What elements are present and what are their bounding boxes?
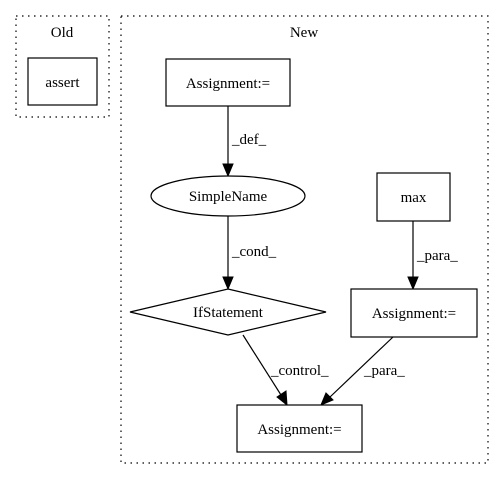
edge-control: _control_ (242, 334, 329, 407)
node-simplename[interactable]: SimpleName (150, 175, 306, 217)
node-assignment-top[interactable]: Assignment:= (165, 58, 291, 107)
edge-control-arrowhead (276, 390, 288, 407)
node-assert-label: assert (45, 75, 80, 91)
node-simplename-shape (150, 175, 306, 217)
cluster-new: New (120, 15, 489, 464)
node-assignment-bottom-label: Assignment:= (257, 422, 341, 438)
node-assert-shape (27, 57, 98, 106)
edge-para-assign-label: _para_ (363, 363, 405, 379)
node-assignment-bottom-shape (236, 404, 363, 453)
node-ifstatement-shape (129, 288, 327, 336)
cluster-new-border (120, 15, 489, 464)
edge-cond-label: _cond_ (231, 244, 277, 260)
node-assignment-top-label: Assignment:= (186, 76, 270, 92)
cluster-new-label: New (290, 25, 318, 41)
node-ifstatement[interactable]: IfStatement (129, 288, 327, 336)
node-assignment-bottom[interactable]: Assignment:= (236, 404, 363, 453)
node-assignment-right[interactable]: Assignment:= (350, 288, 478, 338)
edge-def-arrowhead (222, 163, 234, 178)
edge-para-max-arrowhead (407, 276, 419, 291)
edge-para-assign: _para_ (320, 336, 405, 406)
node-max[interactable]: max (376, 172, 451, 222)
edge-def: _def_ (222, 106, 267, 178)
node-simplename-label: SimpleName (189, 189, 268, 205)
node-max-label: max (401, 190, 427, 206)
cluster-old-border (15, 15, 110, 118)
edge-def-label: _def_ (231, 132, 267, 148)
edge-para-max: _para_ (407, 221, 458, 291)
edge-para-assign-line (329, 336, 394, 398)
cluster-old: Old (15, 15, 110, 118)
cluster-old-label: Old (51, 25, 74, 41)
edge-control-label: _control_ (270, 363, 329, 379)
edge-control-line (242, 334, 282, 396)
node-assert[interactable]: assert (27, 57, 98, 106)
edge-para-assign-arrowhead (320, 392, 334, 406)
node-assignment-right-shape (350, 288, 478, 338)
node-ifstatement-label: IfStatement (193, 305, 264, 321)
edge-cond-arrowhead (222, 276, 234, 291)
node-assignment-right-label: Assignment:= (372, 306, 456, 322)
edge-cond: _cond_ (222, 216, 277, 291)
node-max-shape (376, 172, 451, 222)
node-assignment-top-shape (165, 58, 291, 107)
edge-para-max-label: _para_ (416, 248, 458, 264)
